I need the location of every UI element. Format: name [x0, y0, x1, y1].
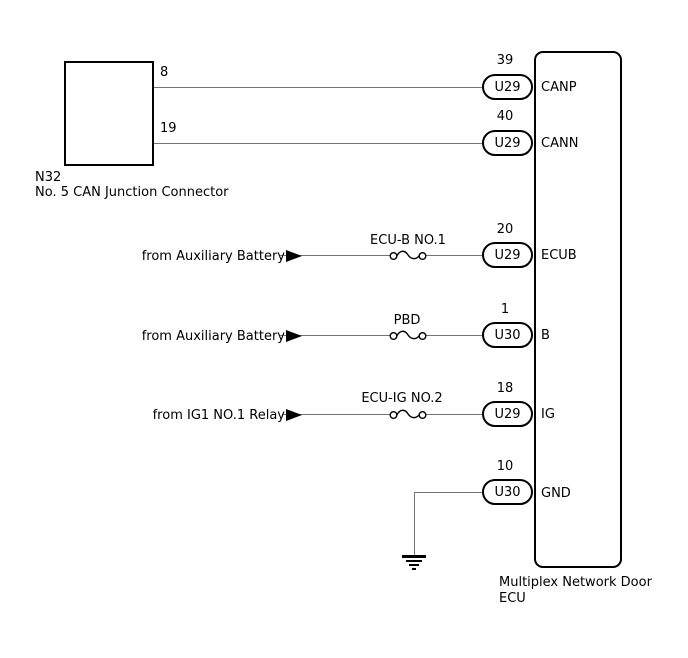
wire-gnd: [414, 492, 482, 493]
port-label-b: B: [541, 328, 550, 343]
wire-ig: [282, 414, 390, 415]
wire-ecub: [280, 255, 390, 256]
connector-pill-gnd: U30: [482, 479, 533, 505]
pin-number-cann: 40: [496, 109, 514, 124]
flow-arrow-icon: [286, 409, 302, 421]
fuse-icon: [388, 406, 428, 424]
connector-code: U30: [494, 327, 521, 343]
connector-pill-ecub: U29: [482, 242, 533, 268]
connector-pill-cann: U29: [482, 130, 533, 156]
wire-ig: [426, 414, 482, 415]
connector-code: U29: [494, 406, 521, 422]
ecu-name-line2: ECU: [499, 591, 526, 606]
pin-number-b: 1: [500, 302, 510, 317]
junction-pin-number: 8: [160, 65, 169, 80]
pin-number-gnd: 10: [496, 459, 514, 474]
pin-number-canp: 39: [496, 53, 514, 68]
port-label-canp: CANP: [541, 80, 577, 95]
fuse-name-label: ECU-IG NO.2: [361, 391, 443, 406]
port-label-ig: IG: [541, 407, 555, 422]
flow-arrow-icon: [286, 330, 302, 342]
fuse-icon: [388, 327, 428, 345]
wire-gnd-drop: [414, 492, 415, 556]
wire-cann: [154, 143, 482, 144]
connector-pill-canp: U29: [482, 74, 533, 100]
port-label-gnd: GND: [541, 486, 571, 501]
source-label: from IG1 NO.1 Relay: [152, 408, 285, 423]
connector-code: U29: [494, 247, 521, 263]
port-label-ecub: ECUB: [541, 248, 577, 263]
ecu-name-label: Multiplex Network Door ECU: [499, 575, 652, 607]
multiplex-network-door-ecu-box: [534, 51, 622, 568]
wire-b: [280, 335, 390, 336]
flow-arrow-icon: [286, 250, 302, 262]
ground-bar: [412, 568, 416, 570]
source-label: from Auxiliary Battery: [141, 249, 285, 264]
pin-number-ig: 18: [496, 381, 514, 396]
can-junction-connector-box: [64, 61, 154, 166]
connector-code: U29: [494, 79, 521, 95]
ground-bar: [402, 555, 426, 558]
ecu-name-line1: Multiplex Network Door: [499, 575, 652, 590]
connector-pill-b: U30: [482, 322, 533, 348]
connector-pill-ig: U29: [482, 401, 533, 427]
source-label: from Auxiliary Battery: [141, 329, 285, 344]
fuse-name-label: PBD: [393, 313, 421, 328]
wire-ecub: [426, 255, 482, 256]
connector-name-label: No. 5 CAN Junction Connector: [35, 185, 229, 200]
connector-id-label: N32: [35, 170, 62, 185]
connector-code: U30: [494, 484, 521, 500]
wire-canp: [154, 87, 482, 88]
fuse-name-label: ECU-B NO.1: [370, 233, 446, 248]
junction-pin-number: 19: [160, 121, 177, 136]
wire-b: [426, 335, 482, 336]
ground-bar: [406, 560, 422, 562]
fuse-icon: [388, 247, 428, 265]
pin-number-ecub: 20: [496, 222, 514, 237]
port-label-cann: CANN: [541, 136, 579, 151]
connector-code: U29: [494, 135, 521, 151]
ground-bar: [409, 564, 419, 566]
